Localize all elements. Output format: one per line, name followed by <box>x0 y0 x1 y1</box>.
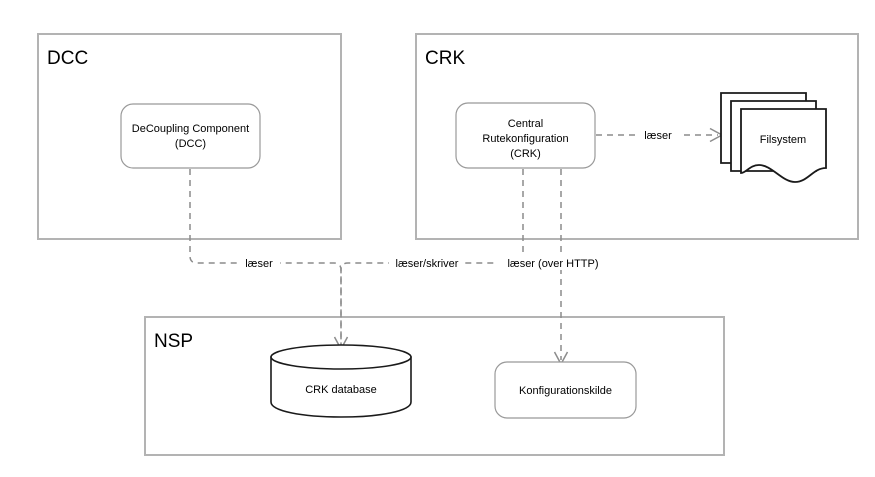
edge-crk-to-filsystem[interactable]: læser <box>596 126 724 143</box>
node-crk-database-top <box>270 344 412 370</box>
node-dcc-component-rect <box>120 103 261 169</box>
node-crk-component-rect <box>455 102 596 169</box>
container-nsp[interactable]: NSP <box>144 316 725 456</box>
edge-dcc-to-database-label-bg <box>238 254 280 270</box>
edge-crk-to-database-label-bg <box>389 254 465 270</box>
node-konfigurationskilde[interactable]: Konfigurationskilde <box>494 361 637 419</box>
node-crk-component[interactable]: Central Rutekonfiguration (CRK) <box>455 102 596 169</box>
edge-crk-to-database[interactable]: læser/skriver <box>340 169 524 345</box>
container-nsp-rect <box>144 316 725 456</box>
edge-crk-to-konfigurationskilde[interactable]: læser (over HTTP) <box>497 169 609 366</box>
container-nsp-title: NSP <box>154 331 193 352</box>
node-filsystem-label: Filsystem <box>760 134 806 146</box>
node-dcc-component[interactable]: DeCoupling Component (DCC) <box>120 103 261 169</box>
edge-dcc-to-database[interactable]: læser <box>189 169 349 351</box>
node-crk-component-line-1: Central <box>508 118 543 130</box>
edge-crk-to-konfigurationskilde-label-bg <box>497 254 609 270</box>
edge-dcc-to-database-label: læser <box>245 258 273 270</box>
filesystem-front-sheet-icon <box>740 108 827 183</box>
node-dcc-component-line-1: DeCoupling Component <box>132 123 249 135</box>
node-crk-component-line-2: Rutekonfiguration <box>482 133 568 145</box>
container-crk-title: CRK <box>425 48 465 69</box>
edge-crk-to-database-label: læser/skriver <box>396 258 459 270</box>
node-crk-component-line-3: (CRK) <box>510 148 541 160</box>
node-crk-database-label: CRK database <box>305 384 377 396</box>
edge-crk-to-filsystem-label: læser <box>644 130 672 142</box>
node-dcc-component-line-2: (DCC) <box>175 138 206 150</box>
edge-crk-to-konfigurationskilde-label: læser (over HTTP) <box>507 258 598 270</box>
node-crk-database-body <box>270 356 412 418</box>
edge-crk-to-filsystem-label-bg <box>637 126 679 142</box>
node-konfigurationskilde-rect <box>494 361 637 419</box>
node-filsystem[interactable]: Filsystem <box>720 92 827 183</box>
node-konfigurationskilde-label: Konfigurationskilde <box>519 385 612 397</box>
node-crk-database[interactable]: CRK database <box>270 344 412 418</box>
container-dcc-title: DCC <box>47 48 88 69</box>
